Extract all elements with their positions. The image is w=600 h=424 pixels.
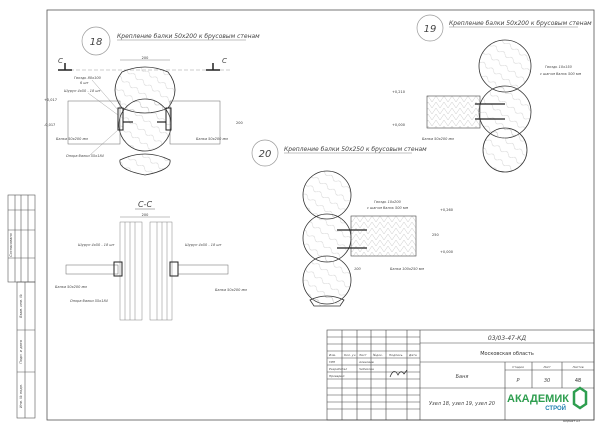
signature <box>389 369 408 378</box>
detail-20: 20 Крепление балки 50х250 к брусовым сте… <box>251 139 453 307</box>
svg-text:Шуруп 4х50 - 18 шт: Шуруп 4х50 - 18 шт <box>78 243 116 247</box>
svg-text:+0,260: +0,260 <box>440 208 453 212</box>
detail-18: 18 Крепление балки 50х200 к брусовым сте… <box>44 26 260 176</box>
location: Московская область <box>480 351 534 357</box>
label-screw: Шуруп 4х50 - 18 шт <box>64 89 102 93</box>
svg-text:Инв. № подл.: Инв. № подл. <box>19 384 23 408</box>
label-nail: Гвоздь 80х100 <box>74 76 102 80</box>
svg-text:№док.: №док. <box>372 353 383 357</box>
svg-text:100: 100 <box>354 267 361 271</box>
detail-18-title: Крепление балки 50х200 к брусовым стенам <box>117 33 260 40</box>
svg-text:19: 19 <box>424 24 437 35</box>
svg-text:Проверил: Проверил <box>329 374 344 378</box>
svg-text:20: 20 <box>259 149 272 160</box>
svg-text:+0,210: +0,210 <box>392 90 405 94</box>
company-logo: АКАДЕМИК СТРОЙ <box>507 386 588 412</box>
svg-text:Балка 50х200 мм: Балка 50х200 мм <box>215 288 247 292</box>
svg-text:Шуруп 4х50 - 18 шт: Шуруп 4х50 - 18 шт <box>185 243 223 247</box>
detail-18-dim-side: 200 <box>236 121 243 125</box>
svg-text:+0,000: +0,000 <box>392 123 405 127</box>
label-support: Опора балки 55х184 <box>66 154 104 158</box>
label-nail-count: 6 шт <box>80 81 90 85</box>
section-cc: С-С 200 Шуруп 4х50 - 18 шт Шуруп 4х50 - … <box>55 200 247 321</box>
document-code: 03/03-47-КД <box>488 335 527 342</box>
svg-text:Гвоздь 10х200: Гвоздь 10х200 <box>374 200 402 204</box>
svg-text:с шагом балок 500 мм: с шагом балок 500 мм <box>540 72 581 76</box>
svg-text:Гвоздь 10х150: Гвоздь 10х150 <box>545 65 573 69</box>
section-cc-title: С-С <box>138 200 152 209</box>
svg-text:Р: Р <box>516 378 519 384</box>
detail-19: 19 Крепление балки 50х200 к брусовым сте… <box>392 14 592 173</box>
side-stamp <box>7 194 36 419</box>
svg-text:Подпись: Подпись <box>389 353 403 357</box>
svg-text:200: 200 <box>142 213 149 217</box>
svg-text:с шагом балок 500 мм: с шагом балок 500 мм <box>367 206 408 210</box>
detail-18-marker <box>81 26 111 56</box>
svg-text:Балка 100х250 мм: Балка 100х250 мм <box>390 267 424 271</box>
svg-text:Чибисова: Чибисова <box>359 367 374 371</box>
svg-text:Опора балки 55х184: Опора балки 55х184 <box>70 299 108 303</box>
svg-text:АКАДЕМИК: АКАДЕМИК <box>507 393 569 405</box>
svg-text:Согласовано: Согласовано <box>9 233 13 257</box>
svg-text:48: 48 <box>575 378 581 384</box>
sheet-title: Узел 18, узел 19, узел 20 <box>429 401 495 407</box>
svg-text:Лист: Лист <box>358 353 367 357</box>
label-beam-right: Балка 50х200 мм <box>196 137 228 141</box>
svg-text:Взам. инв. №: Взам. инв. № <box>19 294 23 318</box>
svg-text:Изм.: Изм. <box>329 353 336 357</box>
svg-text:Листов: Листов <box>571 365 583 369</box>
section-mark-right: С <box>222 57 227 65</box>
svg-text:Балка 50х200 мм: Балка 50х200 мм <box>422 137 454 141</box>
svg-text:Балка 50х200 мм: Балка 50х200 мм <box>55 285 87 289</box>
svg-text:Крепление балки 50х250 к брусо: Крепление балки 50х250 к брусовым стенам <box>284 146 427 153</box>
object-name: Баня <box>456 374 469 380</box>
svg-text:+0,000: +0,000 <box>440 250 453 254</box>
label-beam: Балка 50х200 мм <box>56 137 88 141</box>
svg-text:Лист: Лист <box>542 365 551 369</box>
svg-text:ГИП: ГИП <box>329 360 336 364</box>
title-block <box>326 329 595 421</box>
logo-icon <box>572 386 588 410</box>
svg-text:Стадия: Стадия <box>512 365 524 369</box>
detail-18-level-top: +0,017 <box>44 98 57 102</box>
svg-text:Разработал: Разработал <box>329 367 347 371</box>
svg-text:Подп. и дата: Подп. и дата <box>19 340 23 364</box>
svg-text:30: 30 <box>544 378 550 384</box>
section-mark-left: С <box>58 57 63 65</box>
svg-text:СТРОЙ: СТРОЙ <box>545 404 566 412</box>
detail-18-number: 18 <box>90 37 103 48</box>
svg-text:Крепление балки 50х200 к брусо: Крепление балки 50х200 к брусовым стенам <box>449 20 592 27</box>
sheet-frame <box>46 9 595 421</box>
svg-text:Кол. уч.: Кол. уч. <box>344 353 356 357</box>
format-label: Формат А3 <box>563 419 580 423</box>
svg-text:Дата: Дата <box>408 353 417 357</box>
svg-text:250: 250 <box>432 233 439 237</box>
detail-18-dim-top: 200 <box>142 56 149 60</box>
svg-text:Алексеев: Алексеев <box>358 360 374 364</box>
detail-18-level-bottom: -0,017 <box>44 123 55 127</box>
